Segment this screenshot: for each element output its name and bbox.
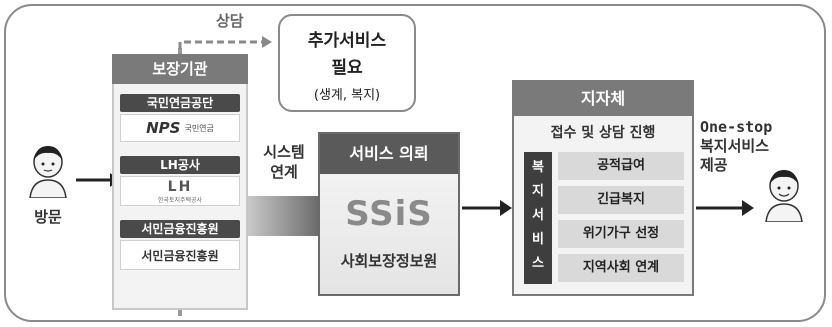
service-item-emergency-welfare: 긴급복지 bbox=[558, 186, 684, 214]
system-link-connector bbox=[248, 196, 320, 236]
one-stop-line3: 제공 bbox=[700, 156, 728, 174]
service-request-title: 서비스 의뢰 bbox=[320, 134, 458, 174]
additional-service-title: 추가서비스 bbox=[307, 31, 387, 51]
arrow-to-local-gov bbox=[462, 200, 512, 216]
arrow-to-recipient bbox=[696, 200, 754, 216]
service-item-public-benefit: 공적급여 bbox=[558, 152, 684, 180]
nps-logo-text: NPS bbox=[146, 119, 181, 137]
one-stop-line1: One-stop bbox=[700, 118, 773, 136]
visit-label: 방문 bbox=[34, 208, 62, 226]
system-link-line1: 시스템 bbox=[263, 143, 305, 161]
side-char-4: 비 bbox=[532, 232, 544, 247]
org-lh-logo: LH 한국토지주택공사 bbox=[120, 176, 240, 206]
side-char-2: 지 bbox=[532, 184, 544, 199]
system-link-label: 시스템 연계 bbox=[252, 142, 316, 182]
lh-logo-sub: 한국토지주택공사 bbox=[157, 196, 203, 204]
nps-logo-sub: 국민연금 bbox=[184, 123, 214, 133]
one-stop-label: One-stop 복지서비스 제공 bbox=[700, 118, 812, 175]
side-char-3: 서 bbox=[532, 208, 544, 223]
service-item-community-link: 지역사회 연계 bbox=[558, 254, 684, 282]
org-lh-label: LH공사 bbox=[120, 156, 240, 174]
consult-label: 상담 bbox=[216, 12, 244, 30]
kinfa-logo-text: 서민금융진흥원 bbox=[141, 248, 219, 263]
lh-logo-text: LH bbox=[167, 178, 193, 195]
person-recipient-icon bbox=[765, 170, 803, 222]
service-item-crisis-household: 위기가구 선정 bbox=[558, 220, 684, 248]
org-kinfa-label: 서민금융진흥원 bbox=[120, 220, 240, 238]
org-kinfa-logo: 서민금융진흥원 bbox=[120, 240, 240, 270]
side-char-5: 스 bbox=[532, 256, 544, 271]
person-visitor-icon bbox=[29, 146, 67, 198]
additional-service-need: 필요 bbox=[331, 58, 363, 78]
side-char-1: 복 bbox=[532, 160, 544, 175]
institutions-title: 보장기관 bbox=[112, 54, 248, 84]
welfare-service-side-label: 복 지 서 비 스 bbox=[524, 152, 552, 284]
ssis-org-name: 사회보장정보원 bbox=[340, 252, 438, 270]
one-stop-line2: 복지서비스 bbox=[700, 137, 770, 155]
local-gov-title: 지자체 bbox=[514, 82, 692, 116]
local-gov-subtitle: 접수 및 상담 진행 bbox=[550, 125, 656, 141]
ssis-logo: SSiS bbox=[345, 194, 433, 234]
system-link-line2: 연계 bbox=[270, 163, 298, 181]
additional-service-box: 추가서비스 필요 (생계, 복지) bbox=[278, 14, 416, 112]
additional-service-detail: (생계, 복지) bbox=[313, 88, 381, 103]
org-nps-label: 국민연금공단 bbox=[120, 94, 240, 112]
org-nps-logo: NPS 국민연금 bbox=[120, 114, 240, 142]
